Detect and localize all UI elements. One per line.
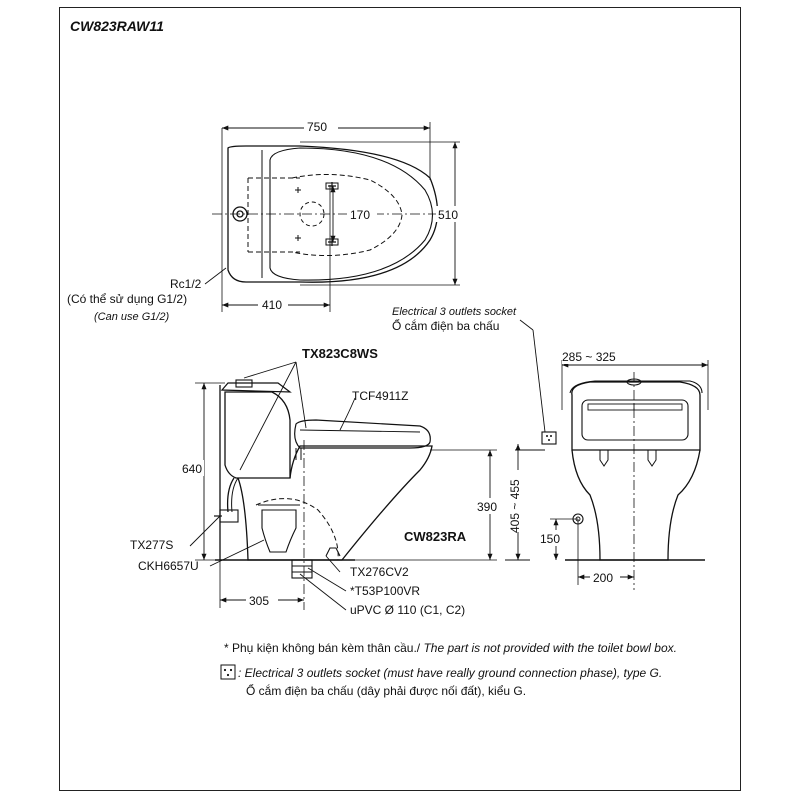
note-socket-vi: Ổ cắm điện ba chấu (dây phải được nối đấ… — [246, 684, 527, 698]
top-view — [204, 122, 460, 312]
dim-drain-offset-top: 410 — [262, 298, 282, 312]
label-tx276cv2: TX276CV2 — [350, 565, 409, 579]
note-accessory-vi: * Phụ kiện không bán kèm thân cầu./ — [224, 641, 421, 655]
dim-tank-width: 285 ~ 325 — [562, 350, 616, 364]
label-ckh6657u: CKH6657U — [138, 559, 199, 573]
dim-supply-height: 150 — [540, 532, 560, 546]
front-view — [550, 360, 709, 590]
note-accessory: * Phụ kiện không bán kèm thân cầu./ The … — [224, 641, 677, 655]
side-view — [189, 361, 497, 611]
socket-label-vi: Ổ cắm điện ba chấu — [392, 318, 499, 333]
socket-icon — [546, 435, 552, 441]
label-tx277s: TX277S — [130, 538, 173, 552]
socket-label-en: Electrical 3 outlets socket — [392, 306, 517, 318]
dim-socket-height: 405 ~ 455 — [508, 479, 522, 533]
rc-label: Rc1/2 — [170, 277, 202, 291]
label-t53p100vr: *T53P100VR — [350, 584, 420, 598]
note-socket-en-text: : Electrical 3 outlets socket (must have… — [238, 666, 663, 680]
drawing-frame — [59, 7, 741, 791]
note-socket-icon — [220, 664, 236, 680]
rc-note-vi: (Có thể sử dụng G1/2) — [67, 292, 187, 306]
label-tcf4911z: TCF4911Z — [352, 389, 408, 403]
label-upvc: uPVC Ø 110 (C1, C2) — [350, 603, 465, 617]
dim-side-height: 640 — [182, 462, 202, 476]
drawing-title: CW823RAW11 — [70, 18, 164, 34]
label-tx823c8ws: TX823C8WS — [302, 346, 378, 361]
note-accessory-en: The part is not provided with the toilet… — [420, 641, 677, 655]
rc-note-en: (Can use G1/2) — [94, 311, 170, 323]
dim-top-depth: 510 — [438, 208, 458, 222]
dim-seat-height: 390 — [477, 500, 497, 514]
dim-supply-offset: 200 — [593, 571, 613, 585]
label-cw823ra: CW823RA — [404, 529, 467, 544]
dim-top-width: 750 — [307, 120, 327, 134]
note-socket-en: : Electrical 3 outlets socket (must have… — [238, 666, 662, 680]
dim-drain-offset-side: 305 — [249, 594, 269, 608]
dim-bolt-spacing: 170 — [350, 208, 370, 222]
